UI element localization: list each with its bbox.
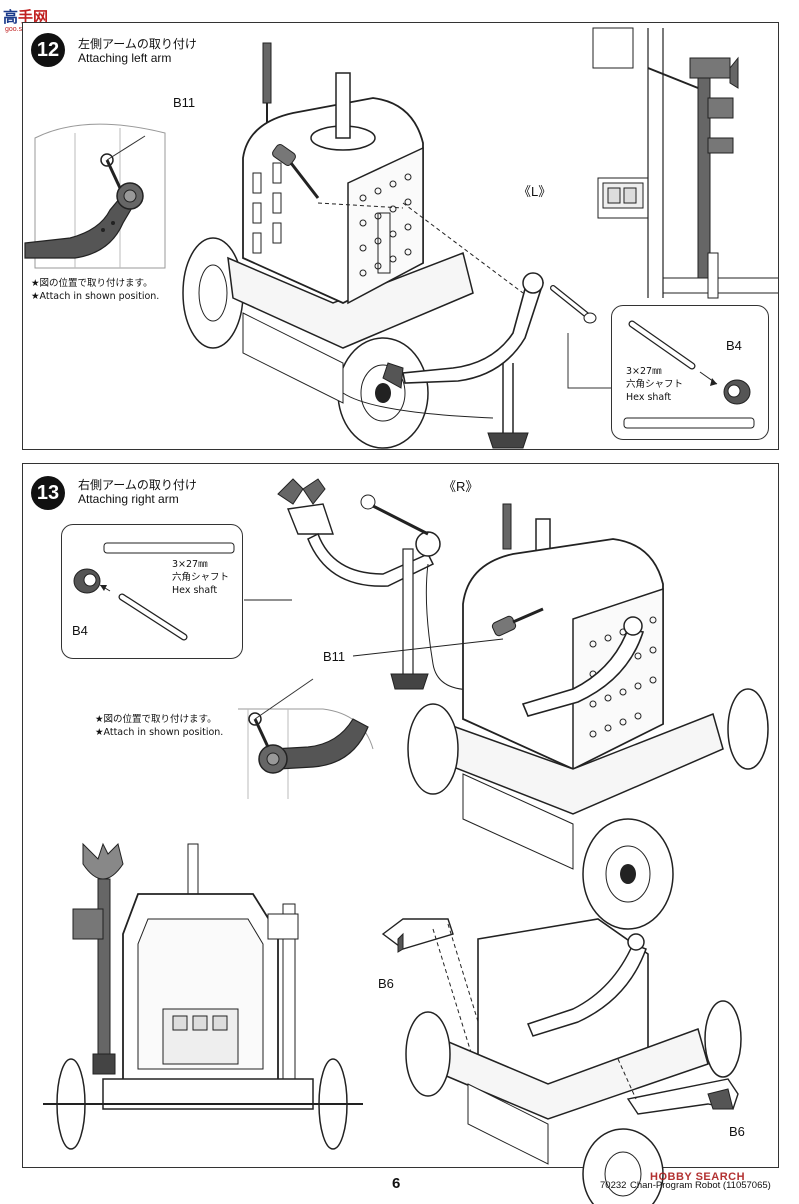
- step-13-callout-part-b4: B4: [72, 623, 88, 638]
- step-12-panel: 12 左側アームの取り付け Attaching left arm ★図の位置で取…: [22, 22, 779, 450]
- step-13-hex-shaft-callout: 3×27㎜ 六角シャフト Hex shaft B4: [61, 524, 292, 659]
- hex-shaft-line-step12: [550, 285, 628, 389]
- step-13-shaft-jp: 六角シャフト: [172, 572, 230, 583]
- hex-shaft-callout-drawing-13: [73, 542, 292, 641]
- left-arm-detail-drawing: [24, 123, 166, 269]
- hex-shaft-callout-drawing: [623, 320, 755, 429]
- step-12-shaft-en: Hex shaft: [626, 392, 672, 403]
- step-13-b6-left-label: B6: [378, 976, 394, 991]
- step-13-b6-right-label: B6: [729, 1124, 745, 1139]
- step-12-part-label-b11: B11: [173, 95, 196, 110]
- step-13-title-jp: 右側アームの取り付け: [78, 478, 197, 492]
- right-arm-detail-drawing: [238, 678, 374, 799]
- product-title: Chan-Program Robot (11057065): [630, 1180, 771, 1191]
- step-12-shaft-size: 3×27㎜: [626, 366, 662, 377]
- b6-parts-attach-drawing: [381, 918, 742, 1204]
- watermark-char-a: 高: [3, 8, 19, 26]
- step-12-title-jp: 左側アームの取り付け: [78, 37, 197, 51]
- step-12-number: 12: [31, 33, 65, 67]
- b11-leader-line-13: [352, 638, 504, 657]
- left-arm-side-view-drawing: [592, 27, 778, 299]
- step-12-side-label: 《L》: [518, 184, 552, 199]
- step-13-number: 13: [31, 476, 65, 510]
- step-12-note-jp: ★図の位置で取り付けます。: [31, 278, 153, 289]
- step-13-title-en: Attaching right arm: [78, 492, 179, 506]
- step-12-callout-part-b4: B4: [726, 338, 742, 353]
- right-arm-drawing: [277, 478, 484, 691]
- step-13-side-label: 《R》: [443, 479, 479, 494]
- page-number: 6: [392, 1175, 401, 1192]
- step-13-note-jp: ★図の位置で取り付けます。: [95, 714, 217, 725]
- step-12-note-en: ★Attach in shown position.: [31, 291, 160, 302]
- step-12-title-en: Attaching left arm: [78, 51, 172, 65]
- robot-body-drawing-step13: [407, 503, 769, 930]
- step-12-hex-shaft-callout: B4 3×27㎜ 六角シャフト Hex shaft: [611, 305, 769, 440]
- step-13-shaft-en: Hex shaft: [172, 585, 218, 596]
- hobby-search-watermark: HOBBY SEARCH: [650, 1171, 746, 1183]
- robot-body-drawing-step12: [182, 42, 545, 449]
- step-13-part-label-b11: B11: [323, 649, 346, 664]
- robot-front-view-drawing: [43, 842, 363, 1150]
- step-13-note-en: ★Attach in shown position.: [95, 727, 224, 738]
- step-13-shaft-size: 3×27㎜: [172, 559, 208, 570]
- watermark-char-b: 手网: [18, 8, 49, 26]
- step-12-shaft-jp: 六角シャフト: [626, 379, 684, 390]
- product-code: 70232: [600, 1180, 627, 1191]
- step-13-panel: 13 右側アームの取り付け Attaching right arm 3×27㎜ …: [22, 463, 779, 1204]
